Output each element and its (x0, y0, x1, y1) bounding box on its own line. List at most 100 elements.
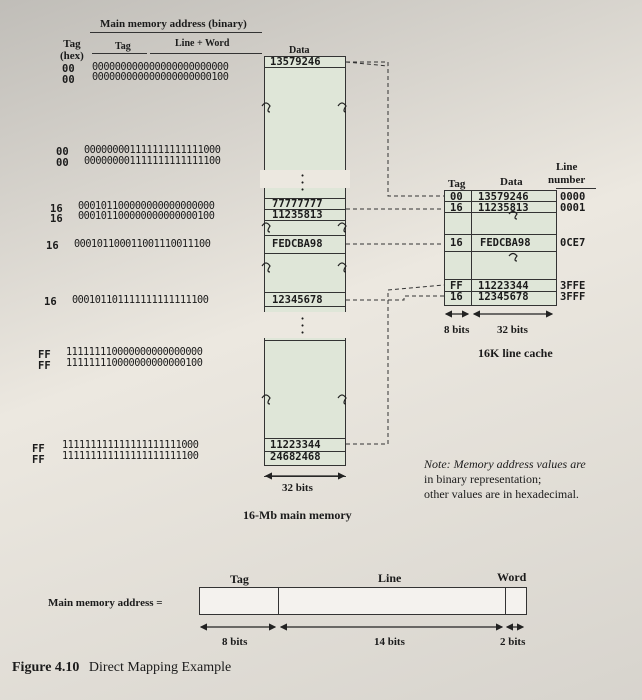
tag-hex-row: FF (32, 443, 45, 455)
cache-line-number: 3FFF (560, 291, 586, 303)
address-format-label: Main memory address = (48, 597, 163, 609)
address-field-tag (199, 587, 279, 615)
cache-tag: 16 (450, 202, 463, 214)
line-word-column-label: Line + Word (175, 38, 230, 49)
tag-column-label: Tag (115, 41, 131, 52)
address-field-tag-label: Tag (230, 572, 249, 586)
address-field-line (278, 587, 506, 615)
tag-hex-row: 16 (46, 240, 59, 252)
memory-row-divider (264, 438, 346, 439)
memory-data-value: 11235813 (272, 209, 323, 221)
cache-line-number: 0001 (560, 202, 586, 214)
main-memory-caption: 16-Mb main memory (243, 508, 352, 522)
memory-gap (260, 312, 350, 338)
memory-data-value: 11223344 (270, 439, 321, 451)
cache-row-divider (444, 201, 556, 202)
memory-data-value: 13579246 (270, 56, 321, 68)
memory-data-value: 24682468 (270, 451, 321, 463)
line-number-header: Line number (548, 161, 586, 186)
cache-row-divider (444, 291, 556, 292)
memory-row-divider (264, 451, 346, 452)
binary-address: 111111110000000000000000 (66, 347, 203, 358)
note-text: Note: Memory address values are in binar… (424, 457, 586, 502)
cache-tag: 00 (450, 191, 463, 203)
memory-row-divider (264, 253, 346, 254)
cache-data: 11223344 (478, 280, 529, 292)
main-memory-block (264, 56, 346, 466)
memory-data-value: FEDCBA98 (272, 238, 323, 250)
cache-tag: 16 (450, 291, 463, 303)
binary-address: 111111111111111111111100 (62, 451, 199, 462)
header-underline (90, 32, 262, 33)
data-column-label: Data (289, 45, 310, 56)
cache-tag: FF (450, 280, 463, 292)
memory-width-label: 32 bits (282, 482, 313, 494)
cache-line-number: 3FFE (560, 280, 586, 292)
tag-hex-row: FF (32, 454, 45, 466)
address-field-tag-bits: 8 bits (222, 636, 248, 648)
figure-title: Direct Mapping Example (88, 660, 232, 675)
binary-address: 000101100000000000000100 (78, 211, 215, 222)
tag-hex-row: 00 (62, 63, 75, 75)
cache-row-divider (444, 279, 556, 280)
binary-address: 000101100011001110011100 (74, 239, 211, 250)
main-memory-address-header: Main memory address (binary) (100, 18, 247, 30)
cache-data-column (471, 190, 557, 306)
memory-width-arrow (264, 476, 346, 477)
cache-data-width-label: 32 bits (497, 324, 528, 336)
address-field-line-label: Line (378, 571, 402, 585)
cache-row-divider (444, 234, 556, 235)
tag-hex-row: FF (38, 349, 51, 361)
binary-address: 111111110000000000000100 (66, 358, 203, 369)
tag-bracket (92, 53, 147, 54)
binary-address: 000000000000000000000100 (92, 72, 229, 83)
cache-gap (440, 268, 560, 274)
tag-hex-row: 00 (62, 74, 75, 86)
tag-hex-row: 00 (56, 157, 69, 169)
cache-tag-width-label: 8 bits (444, 324, 470, 336)
address-field-line-bits: 14 bits (374, 636, 405, 648)
cache-tag-header: Tag (448, 178, 466, 190)
memory-gap (260, 170, 350, 188)
memory-data-value: 12345678 (272, 294, 323, 306)
ellipsis-dots: ··· (300, 309, 306, 342)
binary-address: 000000000000000000000000 (92, 62, 229, 73)
note-line: in binary representation; (424, 472, 542, 486)
note-line: other values are in hexadecimal. (424, 487, 579, 501)
memory-row-divider (264, 220, 346, 221)
cache-data: FEDCBA98 (480, 237, 531, 249)
cache-data-header: Data (500, 176, 523, 188)
cache-row-divider (444, 212, 556, 213)
memory-row-divider (264, 292, 346, 293)
memory-row-divider (264, 340, 346, 341)
address-field-word-label: Word (497, 570, 527, 584)
address-field-word (505, 587, 527, 615)
memory-data-value: 77777777 (272, 198, 323, 210)
cache-data: 11235813 (478, 202, 529, 214)
cache-caption: 16K line cache (478, 346, 553, 360)
note-line: Note: Memory address values are (424, 457, 586, 471)
cache-row-divider (444, 251, 556, 252)
memory-row-divider (264, 198, 346, 199)
cache-data: 13579246 (478, 191, 529, 203)
line-number-underline (556, 188, 596, 189)
tag-hex-row: FF (38, 360, 51, 372)
cache-line-number: 0000 (560, 191, 586, 203)
memory-row-divider (264, 306, 346, 307)
binary-address: 111111111111111111111000 (62, 440, 199, 451)
figure-number: Figure 4.10 (12, 660, 80, 675)
figure-caption: Figure 4.10 Direct Mapping Example (12, 660, 231, 676)
cache-data: 12345678 (478, 291, 529, 303)
address-field-word-bits: 2 bits (500, 636, 526, 648)
memory-row-divider (264, 235, 346, 236)
binary-address: 000000001111111111111000 (84, 145, 221, 156)
cache-line-number: 0CE7 (560, 237, 586, 249)
binary-address: 000101100000000000000000 (78, 201, 215, 212)
ellipsis-dots: ··· (300, 166, 306, 199)
memory-row-divider (264, 209, 346, 210)
tag-hex-label: Tag (hex) (60, 38, 84, 62)
tag-hex-row: 16 (50, 203, 63, 215)
binary-address: 000101101111111111111100 (72, 295, 209, 306)
binary-address: 000000001111111111111100 (84, 156, 221, 167)
tag-hex-row: 00 (56, 146, 69, 158)
